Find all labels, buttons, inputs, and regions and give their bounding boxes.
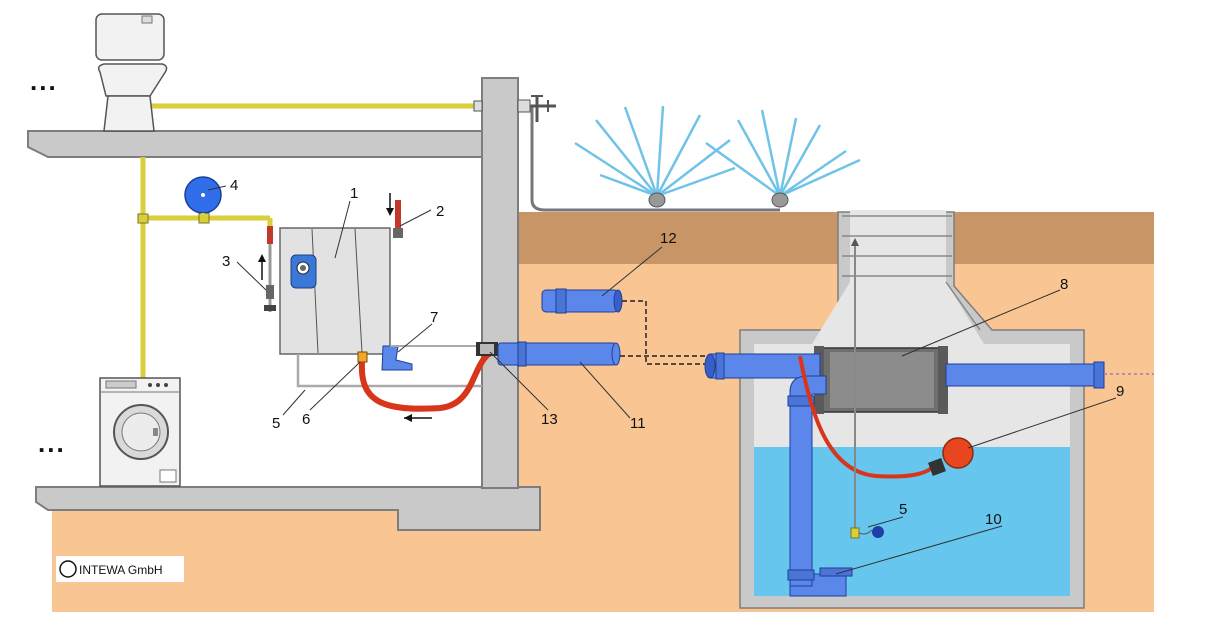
label-9: 9 [1116, 383, 1124, 400]
valve-line-3 [258, 226, 276, 312]
label-1: 1 [350, 185, 358, 202]
suction-hose-cistern [798, 355, 936, 479]
label-12: 12 [660, 230, 677, 247]
overflow-funnel [381, 345, 413, 371]
float-cable-house [296, 354, 482, 388]
float-switch [850, 238, 884, 539]
filter [814, 346, 948, 414]
dashed-connection-upper [622, 300, 706, 365]
label-6: 6 [302, 411, 310, 428]
copyright-icon [59, 560, 77, 578]
outdoor-tap [473, 95, 556, 122]
washing-machine [99, 377, 181, 487]
sprinkler-left [574, 105, 736, 208]
label-8: 8 [1060, 276, 1068, 293]
copyright-badge: © INTEWA GmbH [56, 556, 184, 582]
label-7: 7 [430, 309, 438, 326]
label-5-cistern: 5 [899, 501, 907, 518]
ellipsis-upper: ... [30, 66, 58, 96]
sprinkler-right [705, 109, 861, 208]
floating-suction-filter [928, 437, 974, 476]
toilet [95, 13, 168, 132]
topsoil [517, 212, 1154, 264]
label-3: 3 [222, 253, 230, 270]
ground-floor-slab [35, 486, 541, 531]
upper-floor-slab [27, 130, 483, 158]
suction-fitting [357, 351, 368, 363]
garden-hose [520, 104, 780, 212]
control-unit [279, 227, 391, 355]
label-13: 13 [541, 411, 558, 428]
label-11: 11 [630, 415, 646, 432]
label-4: 4 [230, 177, 238, 194]
leader-lines [207, 185, 1117, 575]
suction-hose-house [358, 347, 501, 412]
copyright-text: INTEWA GmbH [79, 563, 163, 577]
valve-line-2 [386, 193, 403, 238]
ellipsis-lower: ... [38, 428, 66, 458]
house-wall [481, 77, 519, 489]
calmed-inlet-pipe [787, 375, 853, 597]
label-10: 10 [985, 511, 1002, 528]
pipe-tee [137, 213, 149, 224]
label-2: 2 [436, 203, 444, 220]
cistern-overflow-pipe [945, 361, 1105, 389]
conduit-pipe [497, 341, 621, 367]
inlet-pipe [541, 288, 623, 314]
label-5-house: 5 [272, 415, 280, 432]
